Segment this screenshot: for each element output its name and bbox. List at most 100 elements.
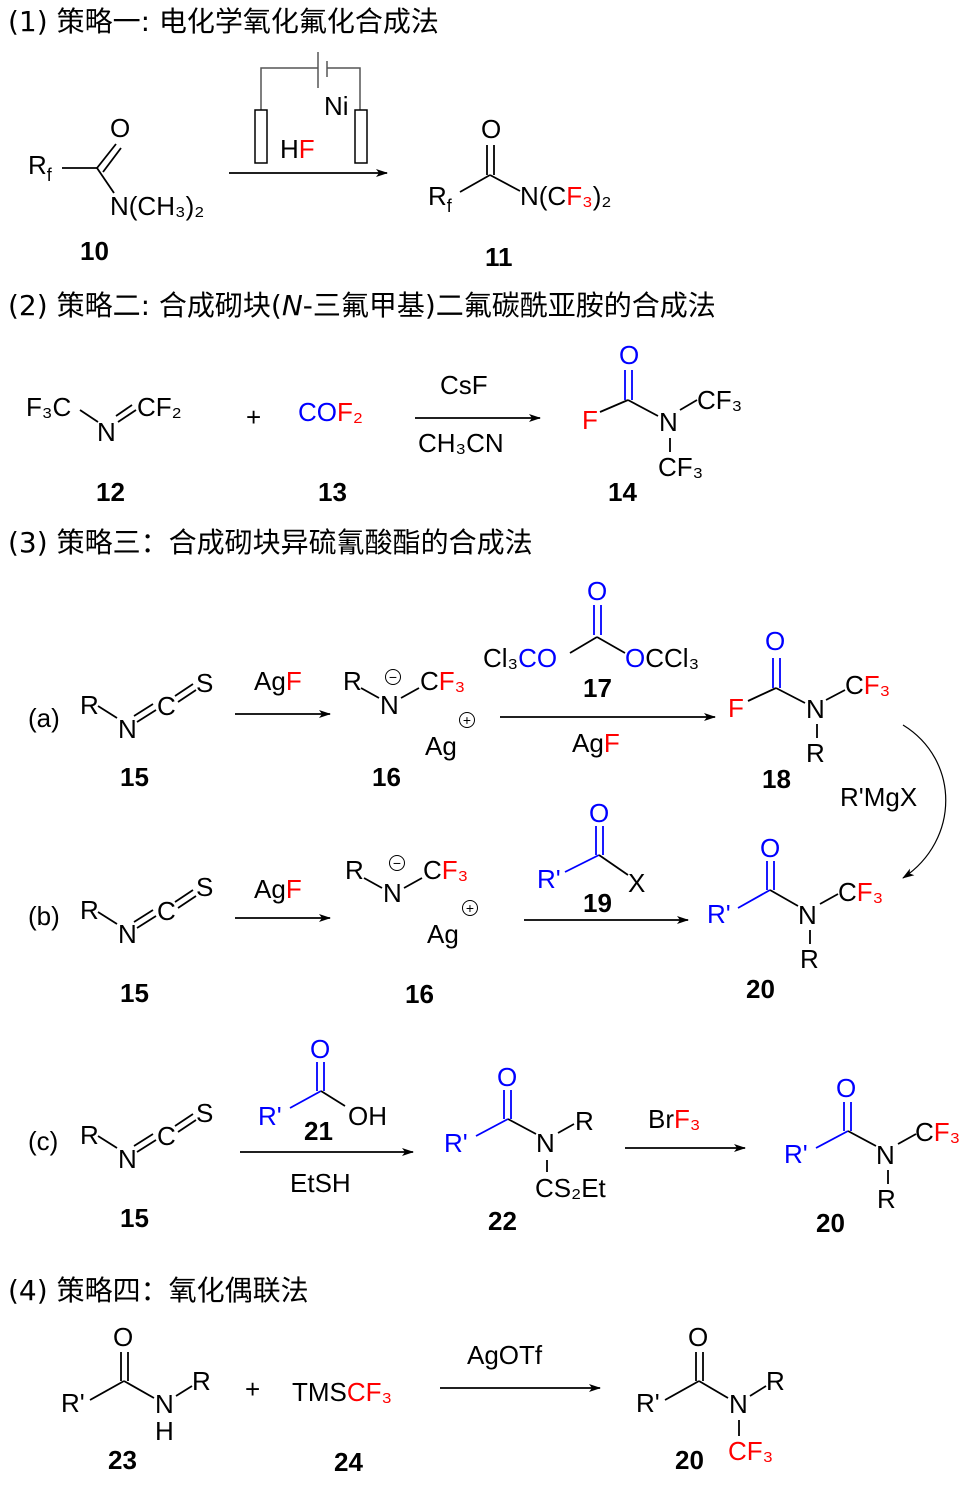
- compound-17-o: O: [587, 576, 608, 606]
- compound-22-r: R: [575, 1106, 594, 1136]
- c-part: C: [838, 877, 857, 907]
- compound-20-cf3: CF₃: [838, 879, 883, 905]
- route-a-tag: (a): [28, 703, 60, 733]
- compound-21-r: R': [258, 1101, 282, 1131]
- compound-15-label: 15: [120, 1203, 149, 1233]
- compound-12-n: N: [97, 417, 116, 447]
- r-subscript: f: [46, 165, 52, 185]
- compound-15-c: C: [157, 691, 176, 721]
- r-group: R: [28, 150, 47, 180]
- compound-15-c: C: [157, 896, 176, 926]
- compound-22-o: O: [497, 1062, 518, 1092]
- compound-21-label: 21: [304, 1116, 333, 1146]
- co-part: CO: [298, 397, 337, 427]
- compound-23-o: O: [113, 1322, 134, 1352]
- compound-12-label: 12: [96, 477, 125, 507]
- compound-14-f: F: [582, 405, 598, 435]
- reagent-agf: AgF: [254, 876, 302, 902]
- compound-14-o: O: [619, 340, 640, 370]
- f-part: F₃: [566, 181, 593, 211]
- c-part: C: [420, 666, 439, 696]
- compound-15-n: N: [118, 919, 137, 949]
- compound-21-oh: OH: [348, 1101, 387, 1131]
- reagent-brf3: BrF₃: [648, 1106, 700, 1132]
- compound-13-formula: COF₂: [298, 399, 363, 425]
- f3-part: F₃: [674, 1104, 701, 1134]
- compound-11-label: 11: [485, 242, 513, 272]
- compound-23-r-prime: R': [61, 1388, 85, 1418]
- compound-16-n: N: [380, 690, 399, 720]
- c-part: C: [845, 670, 864, 700]
- compound-16-ag: Ag: [427, 919, 459, 949]
- compound-21-o: O: [310, 1034, 331, 1064]
- f3-part: F₃: [863, 670, 891, 700]
- electrochemical-cell-icon: [254, 52, 368, 164]
- f-part: F: [603, 728, 620, 758]
- compound-20-r-prime: R': [707, 899, 731, 929]
- compound-10-n: N(CH₃)₂: [110, 191, 205, 221]
- compound-20-label: 20: [675, 1445, 704, 1475]
- plus-sign: +: [245, 1374, 261, 1404]
- compound-17-right: OCCl₃: [625, 645, 699, 671]
- compound-16-label: 16: [405, 979, 434, 1009]
- o-part: O: [625, 643, 646, 673]
- compound-20-cf3: CF₃: [915, 1119, 960, 1145]
- n-part-end: )₂: [592, 181, 612, 211]
- compound-18-cf3: CF₃: [845, 672, 890, 698]
- f3-part: F₃: [856, 877, 884, 907]
- compound-19-x: X: [628, 868, 646, 898]
- compound-18-r: R: [806, 738, 825, 768]
- compound-22-cs2et: CS₂Et: [535, 1173, 606, 1203]
- f-atom: F: [298, 134, 315, 164]
- compound-15-label: 15: [120, 978, 149, 1008]
- compound-15-label: 15: [120, 762, 149, 792]
- c-part: C: [423, 855, 442, 885]
- compound-20-r: R: [877, 1184, 896, 1214]
- compound-10-label: 10: [80, 236, 109, 266]
- compound-22-label: 22: [488, 1206, 517, 1236]
- compound-14-cf3-bottom: CF₃: [658, 452, 704, 482]
- compound-11-o: O: [481, 114, 502, 144]
- compound-20-n: N: [876, 1140, 895, 1170]
- f3-part: F₃: [441, 855, 469, 885]
- compound-18-f: F: [728, 693, 744, 723]
- compound-20-r-prime: R': [784, 1139, 808, 1169]
- compound-22-r-prime: R': [444, 1128, 468, 1158]
- r-group: R: [428, 181, 447, 211]
- compound-20-cf3: CF₃: [728, 1436, 774, 1466]
- n-part: N(C: [520, 181, 567, 211]
- f3-part: F₃: [438, 666, 466, 696]
- ccl3-part: CCl₃: [645, 643, 700, 673]
- compound-19-r: R': [537, 864, 561, 894]
- curved-arrow: [902, 724, 947, 879]
- f2-part: F₂: [337, 397, 363, 427]
- f3-part: F₃: [933, 1117, 961, 1147]
- compound-10-rf: Rf: [28, 150, 52, 184]
- compound-15-s: S: [196, 1098, 214, 1128]
- negative-charge-icon: −: [385, 669, 401, 685]
- compound-17-left: Cl₃CO: [483, 645, 557, 671]
- compound-16-r: R: [345, 855, 364, 885]
- br-part: Br: [648, 1104, 674, 1134]
- reagent-agotf: AgOTf: [467, 1340, 543, 1370]
- heading-part: (2) 策略二: 合成砌块(: [8, 289, 282, 322]
- grignard-reagent: R'MgX: [840, 782, 918, 812]
- section-2-heading: (2) 策略二: 合成砌块(N-三氟甲基)二氟碳酰亚胺的合成法: [8, 292, 716, 320]
- ag-part: Ag: [254, 874, 286, 904]
- compound-18-o: O: [765, 626, 786, 656]
- compound-13-label: 13: [318, 477, 347, 507]
- compound-16-cf3: CF₃: [420, 668, 465, 694]
- compound-20-o: O: [688, 1322, 709, 1352]
- hf-label: HF: [280, 136, 315, 162]
- compound-20-n: N: [798, 900, 817, 930]
- compound-23-label: 23: [108, 1445, 137, 1475]
- compound-14-cf3-top: CF₃: [697, 385, 743, 415]
- compound-22-n: N: [536, 1128, 555, 1158]
- compound-20-r: R: [800, 944, 819, 974]
- compound-23-r: R: [192, 1366, 211, 1396]
- compound-24-formula: TMSCF₃: [292, 1379, 392, 1405]
- compound-14-n: N: [659, 407, 678, 437]
- compound-16-n: N: [383, 878, 402, 908]
